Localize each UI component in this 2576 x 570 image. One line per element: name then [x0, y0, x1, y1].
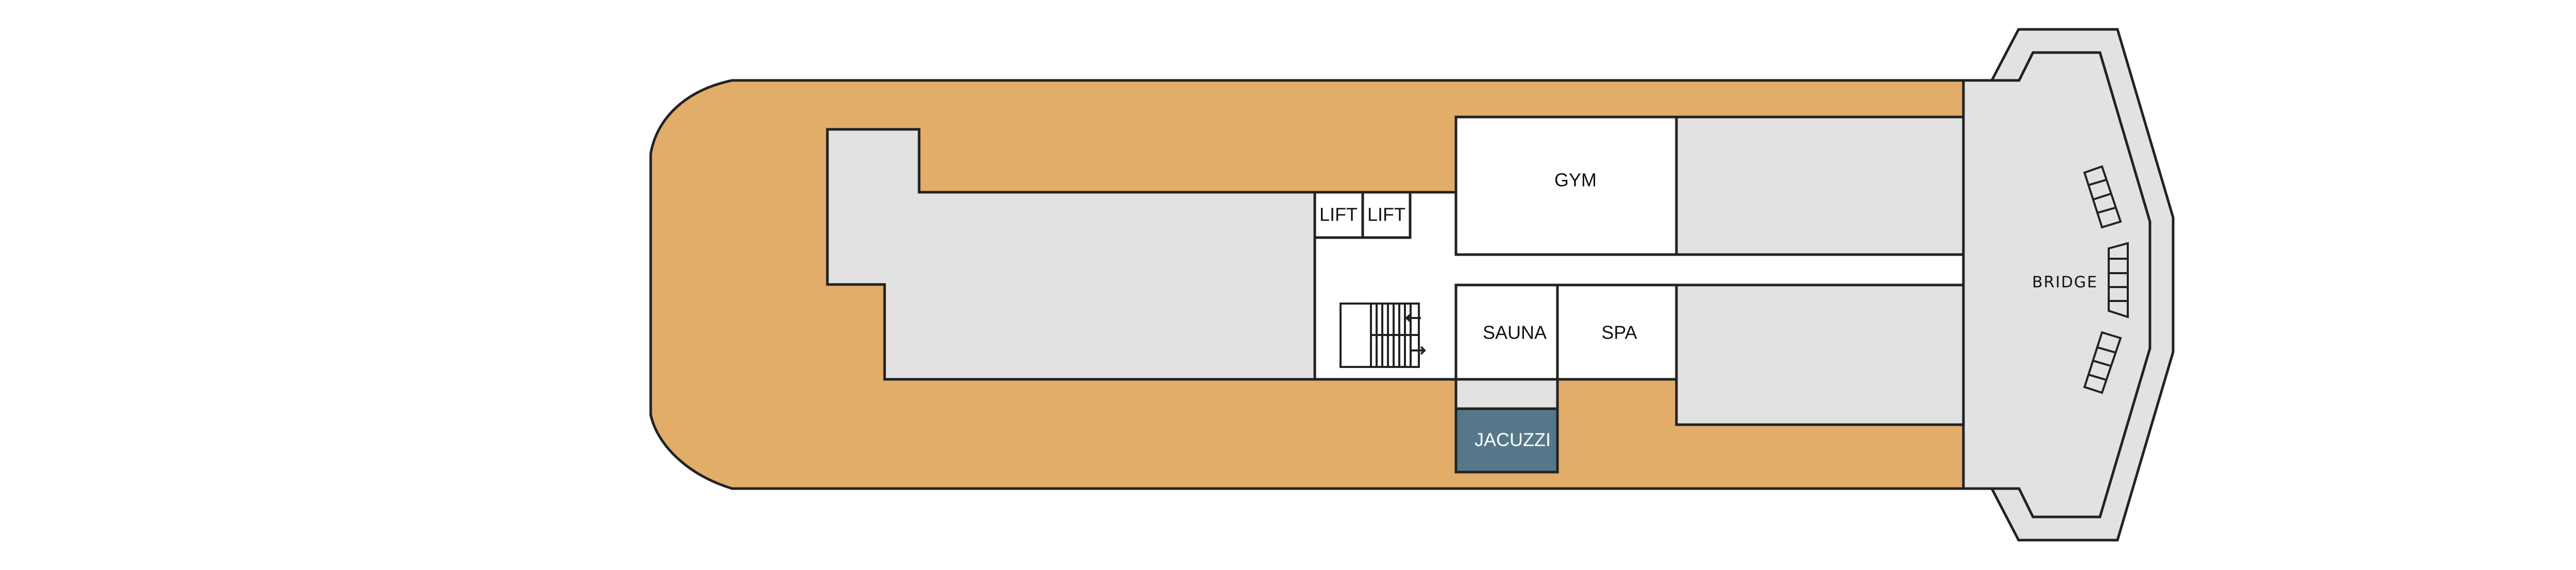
interior-area-upper [1675, 115, 1965, 256]
gym-label: GYM [1554, 170, 1597, 191]
lift-1[interactable] [1313, 191, 1364, 239]
jacuzzi-anteroom [1454, 378, 1559, 410]
lift-2[interactable] [1361, 191, 1412, 239]
sauna-room[interactable] [1454, 283, 1559, 381]
staircase-icon [1340, 303, 1426, 368]
gym-room[interactable] [1454, 115, 1678, 256]
sauna-label: SAUNA [1483, 322, 1547, 343]
interior-area-lower [1675, 283, 1965, 426]
lift-1-label: LIFT [1319, 204, 1358, 225]
spa-label: SPA [1601, 322, 1637, 343]
bridge-label: BRIDGE [2032, 274, 2098, 292]
lift-2-label: LIFT [1367, 204, 1405, 225]
bridge-console-middle [2108, 242, 2129, 318]
jacuzzi-label: JACUZZI [1475, 429, 1551, 450]
bridge-console-bottom [2083, 331, 2122, 394]
bridge-console-top [2083, 165, 2122, 229]
jacuzzi[interactable] [1454, 407, 1559, 474]
